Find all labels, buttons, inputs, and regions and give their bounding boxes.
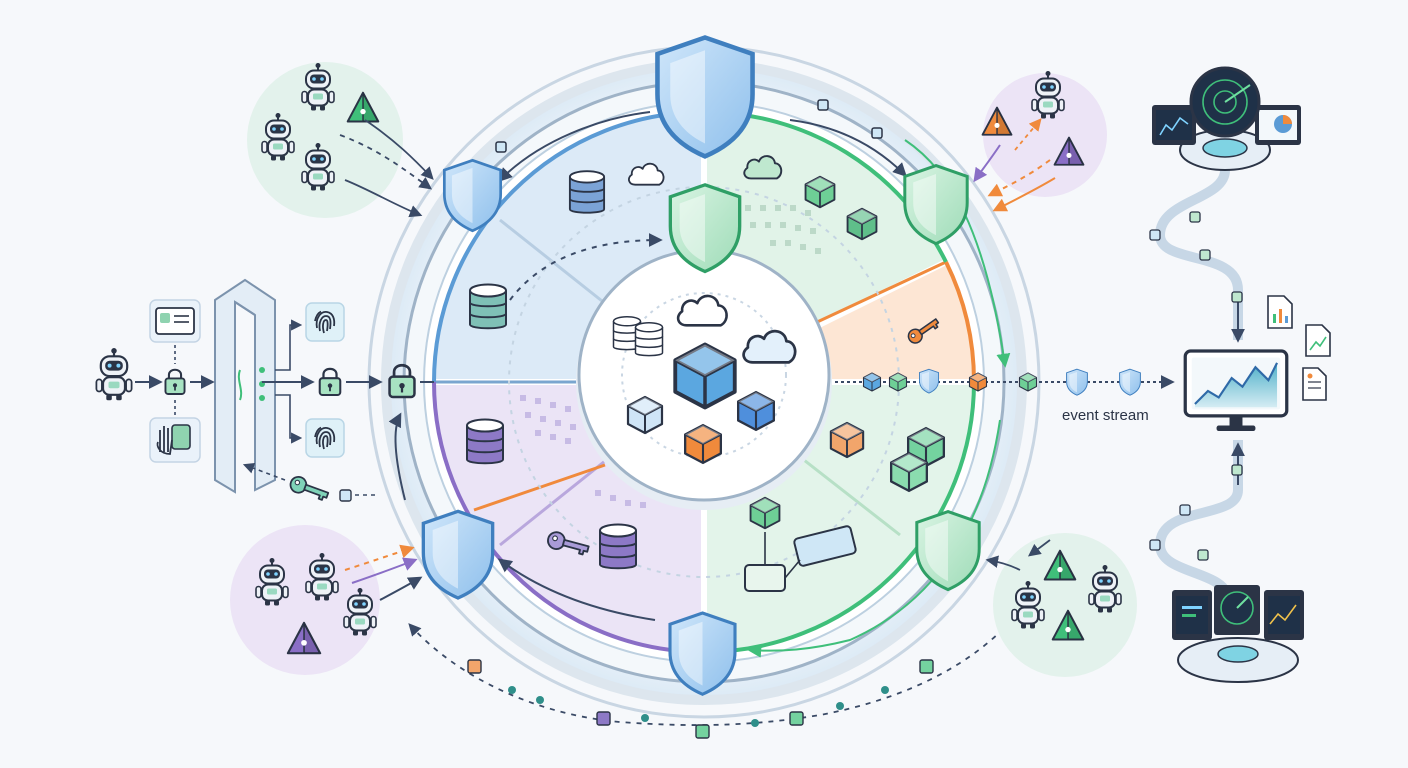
agent-cluster-bottom-left <box>230 525 423 675</box>
event-stream: event stream <box>835 368 1175 424</box>
fingerprint-icon <box>305 418 345 458</box>
network-device <box>744 525 857 592</box>
cube-icon <box>683 423 723 465</box>
database-icon <box>634 321 664 357</box>
cube-icon <box>862 372 882 392</box>
agent-cluster-bottom-right <box>985 533 1137 677</box>
document-icon <box>1267 295 1293 329</box>
dot-texture-green <box>745 205 821 254</box>
event-stream-label: event stream <box>1062 407 1149 424</box>
orbit-arrows <box>388 111 1011 658</box>
document-icon <box>1305 324 1331 357</box>
database-icon <box>568 170 606 214</box>
cube-icon <box>888 372 908 392</box>
cube-icon <box>804 175 836 209</box>
access-gate <box>95 278 434 504</box>
monitoring-stack <box>1149 66 1331 683</box>
fingerprint-icon <box>305 302 345 342</box>
cube-icon <box>846 207 878 241</box>
agent-cluster-top-left <box>247 61 434 218</box>
id-card-icon <box>149 299 201 343</box>
cube-icon <box>626 395 664 435</box>
ring-contents <box>388 99 946 592</box>
cube-icon <box>749 496 781 530</box>
cube-icon <box>1018 372 1038 392</box>
agent-cluster-top-right <box>973 69 1107 212</box>
cube-icon <box>736 390 776 432</box>
outer-orbit-path <box>408 623 1001 739</box>
dot-texture-purple <box>520 395 646 508</box>
database-icon <box>468 283 508 330</box>
cube-icon <box>889 451 929 493</box>
hand-badge-icon <box>149 417 201 463</box>
database-icon <box>465 418 505 465</box>
database-icon <box>598 523 638 570</box>
cube-icon <box>673 342 737 410</box>
cube-icon <box>968 372 988 392</box>
cube-icon <box>829 421 865 459</box>
document-icon <box>1302 367 1327 401</box>
